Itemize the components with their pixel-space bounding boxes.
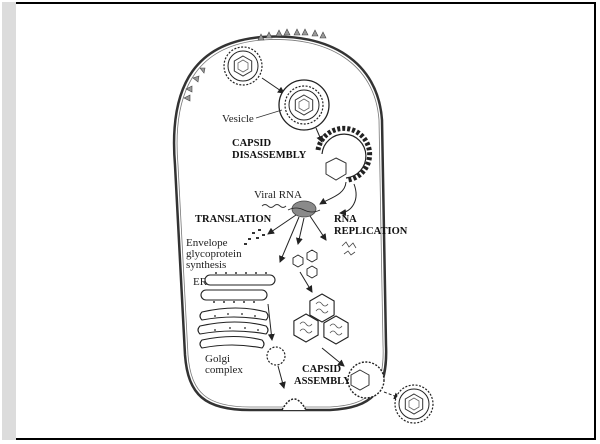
label-vesicle: Vesicle	[222, 113, 254, 125]
label-translation: TRANSLATION	[195, 214, 272, 225]
label-rna-replication-2: REPLICATION	[334, 226, 408, 237]
label-capsid-assembly-1: CAPSID	[302, 364, 342, 375]
label-capsid-assembly-2: ASSEMBLY	[294, 376, 351, 387]
label-viral-rna: Viral RNA	[254, 189, 302, 201]
label-envelope-3: synthesis	[186, 259, 226, 271]
entering-virion	[224, 47, 262, 85]
label-golgi-2: complex	[205, 364, 243, 376]
golgi-complex	[198, 308, 268, 348]
label-rna-replication-1: RNA	[334, 214, 357, 225]
vesicle-virion	[279, 80, 329, 130]
transport-vesicle	[267, 347, 285, 365]
ribosome-complex	[292, 201, 316, 217]
label-capsid-disassembly-2: DISASSEMBLY	[232, 150, 307, 161]
label-capsid-disassembly-1: CAPSID	[232, 138, 272, 149]
budding-virion	[348, 362, 384, 398]
released-virion	[395, 385, 433, 423]
